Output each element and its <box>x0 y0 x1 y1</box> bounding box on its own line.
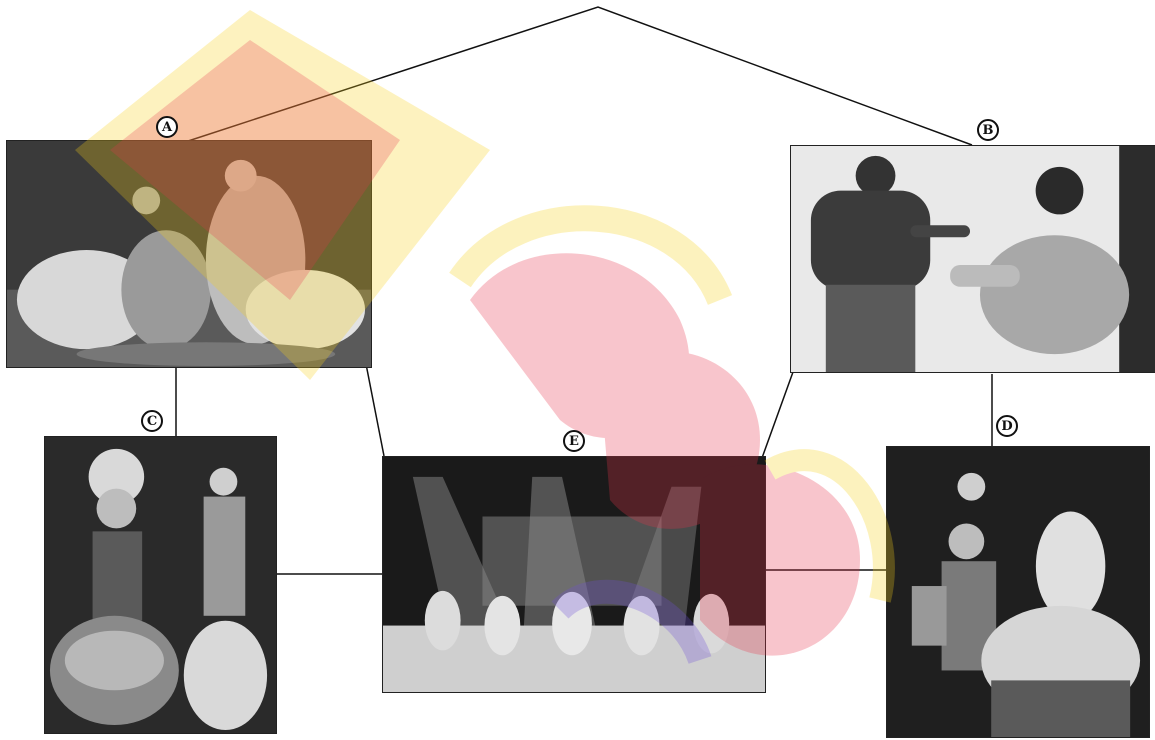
node-badge-d: D <box>996 415 1018 437</box>
connector-b-e <box>762 372 793 458</box>
node-badge-c: C <box>141 410 163 432</box>
connector-a-b <box>182 7 972 145</box>
photo-b <box>790 145 1155 373</box>
photo-d <box>886 446 1150 738</box>
node-badge-a: A <box>156 116 178 138</box>
connector-a-e <box>366 364 384 456</box>
photo-c <box>44 436 277 734</box>
photo-a <box>6 140 372 368</box>
node-badge-e: E <box>563 430 585 452</box>
node-badge-b: B <box>977 119 999 141</box>
photo-e <box>382 456 766 693</box>
